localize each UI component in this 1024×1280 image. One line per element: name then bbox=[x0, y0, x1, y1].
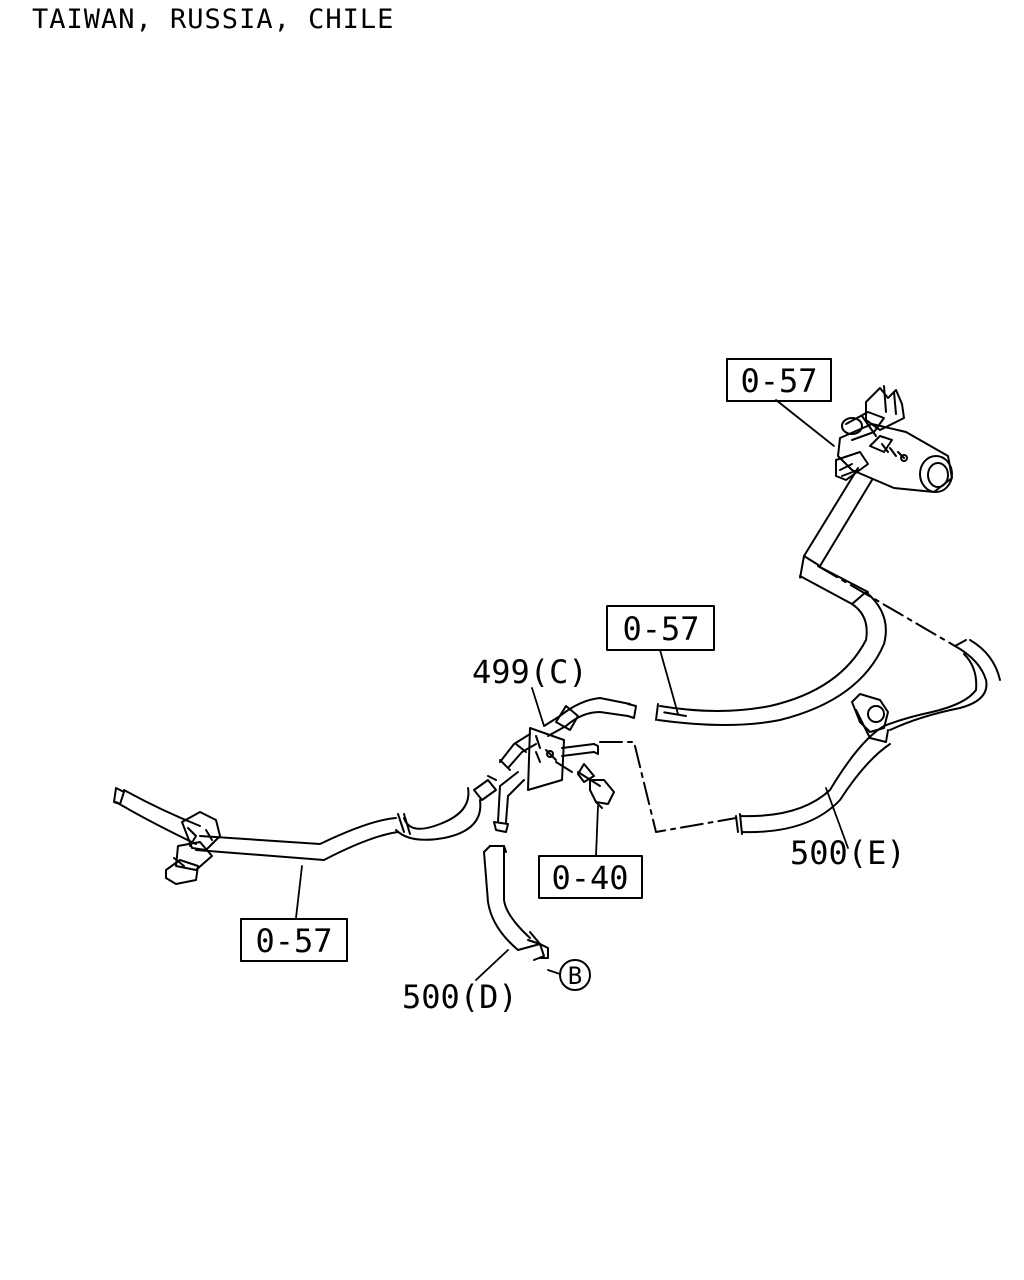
ref-label-top-right: 0-57 bbox=[740, 362, 817, 400]
ref-box-lower-left bbox=[240, 918, 348, 962]
connector-marker-label: B bbox=[568, 962, 582, 990]
hose-clamp-e bbox=[851, 693, 889, 743]
ref-label-lower-left: 0-57 bbox=[255, 922, 332, 960]
ref-label-middle: 0-57 bbox=[622, 610, 699, 648]
bolt bbox=[555, 761, 615, 809]
hose-clamp-left bbox=[165, 811, 221, 885]
part-label-hose-d: 500(D) bbox=[402, 978, 518, 1016]
hose-d bbox=[483, 845, 549, 961]
part-label-hose-e: 500(E) bbox=[790, 834, 906, 872]
ref-label-bolt: 0-40 bbox=[551, 859, 628, 897]
hose-middle bbox=[655, 591, 887, 726]
vacuum-valve-assembly bbox=[835, 385, 953, 493]
leader-lines bbox=[295, 399, 849, 981]
connector-marker-circle bbox=[559, 959, 591, 991]
hose-left bbox=[113, 779, 497, 861]
connection-lines bbox=[487, 555, 956, 833]
ref-box-middle bbox=[606, 605, 715, 651]
part-label-joint: 499(C) bbox=[472, 653, 588, 691]
ref-box-top-right bbox=[726, 358, 832, 402]
ref-box-bolt bbox=[538, 855, 643, 899]
joint-499c bbox=[493, 697, 637, 833]
hose-upper-pipe bbox=[799, 467, 873, 605]
region-caption: TAIWAN, RUSSIA, CHILE bbox=[32, 4, 395, 35]
